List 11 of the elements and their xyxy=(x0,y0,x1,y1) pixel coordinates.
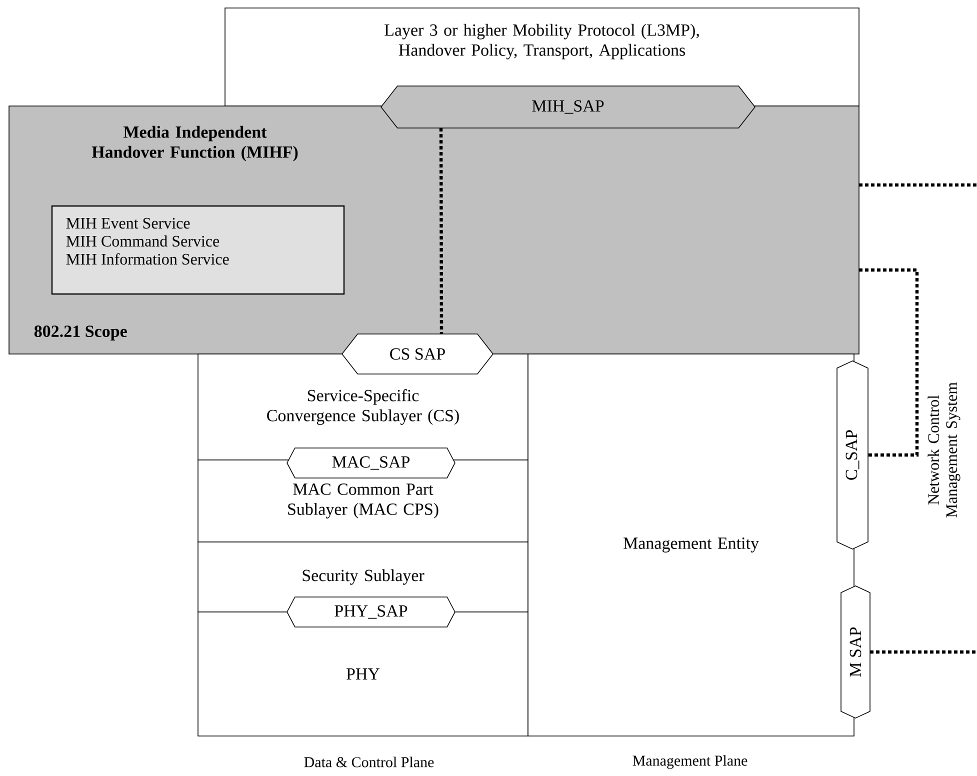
sap-hexagon: MIH_SAP xyxy=(380,86,756,128)
sap-hexagon: PHY_SAP xyxy=(286,596,456,628)
plane-label: Management Plane xyxy=(632,755,748,769)
plane-label: Data & Control Plane xyxy=(304,756,434,768)
network-label: Network Control Management System xyxy=(928,382,960,518)
service-list-box: MIH Event Service MIH Command Service MIH Information Service xyxy=(51,205,345,295)
dotted-connector xyxy=(859,183,977,187)
sap-hexagon: MAC_SAP xyxy=(286,448,456,478)
dotted-connector xyxy=(439,128,444,334)
dotted-connector xyxy=(870,650,977,654)
dotted-connector xyxy=(859,268,919,457)
